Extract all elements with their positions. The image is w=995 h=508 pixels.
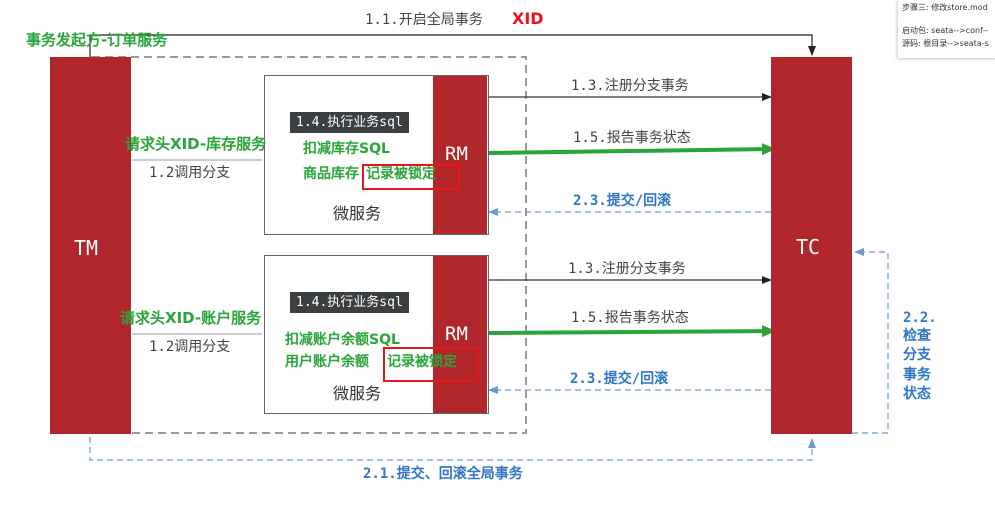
microservice-label-2: 微服务 [333, 384, 382, 403]
check-label-line2: 检查 [903, 328, 931, 344]
check-label-line5: 状态 [903, 386, 931, 402]
rm-bar-1 [433, 76, 487, 234]
commit-rollback-label-1: 2.3.提交/回滚 [573, 193, 672, 209]
note-line-3: 源码: 根目录-->seata-s [902, 39, 989, 48]
note-line-2: 启动包: seata-->conf-- [902, 26, 989, 35]
check-branch-loop [852, 248, 889, 434]
tm-bar [50, 57, 131, 434]
commit-rollback-label-2: 2.3.提交/回滚 [570, 371, 669, 387]
register-branch-label-2: 1.3.注册分支事务 [568, 261, 686, 277]
record-locked-label-2: 记录被锁定 [387, 354, 457, 370]
register-branch-label-1: 1.3.注册分支事务 [571, 78, 689, 94]
xid-label: XID [512, 9, 544, 28]
request-header-label-1: 请求头XID-库存服务 [125, 135, 267, 153]
execute-sql-label-2: 1.4.执行业务sql [290, 292, 409, 313]
call-branch-label-2: 1.2调用分支 [149, 339, 231, 355]
request-header-label-2: 请求头XID-账户服务 [120, 309, 262, 327]
tc-label: TC [796, 235, 821, 259]
commit-global-tx-arrow [89, 437, 816, 461]
check-label-line1: 2.2. [903, 310, 937, 326]
record-locked-label-1: 记录被锁定 [366, 166, 436, 182]
check-label-line3: 分支 [903, 347, 931, 363]
tc-bar [771, 57, 852, 434]
rm-label-1: RM [445, 143, 468, 165]
commit-global-tx-label: 2.1.提交、回滚全局事务 [363, 466, 523, 482]
notes-popup: 步骤三: 修改store.mod 启动包: seata-->conf-- 源码:… [897, 0, 995, 58]
rm-label-2: RM [445, 323, 468, 345]
check-label-line4: 事务 [903, 367, 931, 383]
call-branch-label-1: 1.2调用分支 [149, 165, 231, 181]
begin-global-tx-arrow [89, 34, 816, 57]
report-status-label-1: 1.5.报告事务状态 [573, 130, 691, 146]
initiator-label: 事务发起方-订单服务 [26, 31, 168, 49]
note-line-1: 步骤三: 修改store.mod [902, 3, 988, 12]
action-line1-1: 扣减库存SQL [303, 141, 390, 157]
begin-global-tx-label: 1.1.开启全局事务 [365, 12, 483, 28]
record-locked-highlight-2 [383, 347, 479, 382]
action-line1-2: 扣减账户余额SQL [285, 332, 400, 348]
record-locked-highlight-1 [362, 164, 460, 190]
report-status-label-2: 1.5.报告事务状态 [571, 310, 689, 326]
microservice-label-1: 微服务 [333, 204, 382, 223]
tm-label: TM [74, 236, 99, 260]
execute-sql-label-1: 1.4.执行业务sql [290, 112, 409, 133]
rm-bar-2 [433, 256, 487, 413]
action-line2-prefix-2: 用户账户余额 [285, 354, 369, 370]
report-status-arrow-2 [487, 325, 776, 338]
report-status-arrow-1 [487, 143, 776, 156]
action-line2-prefix-1: 商品库存 [303, 166, 359, 182]
